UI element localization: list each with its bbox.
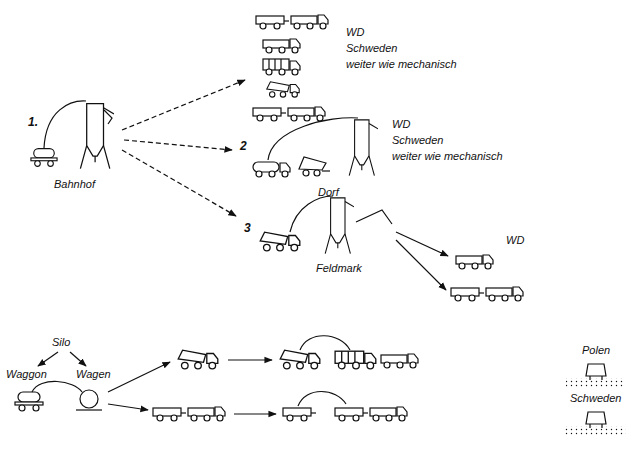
place-label: Silo: [52, 336, 70, 349]
note-label: WD: [506, 234, 524, 247]
place-label: Dorf: [318, 186, 339, 199]
place-label: Feldmark: [316, 262, 362, 275]
note-label: Schweden: [392, 134, 443, 147]
note-label: WD: [346, 26, 364, 39]
place-label: Wagen: [76, 368, 111, 381]
note-label: Schweden: [346, 42, 397, 55]
note-label: Polen: [582, 344, 610, 357]
note-label: weiter wie mechanisch: [392, 150, 503, 163]
place-label: Bahnhof: [54, 178, 95, 191]
note-label: weiter wie mechanisch: [346, 58, 457, 71]
note-label: Schweden: [570, 392, 621, 405]
note-label: WD: [392, 118, 410, 131]
callout-number: 1.: [28, 116, 38, 129]
place-label: Waggon: [6, 368, 47, 381]
callout-number: 2: [240, 140, 247, 153]
callout-number: 3: [244, 222, 251, 235]
